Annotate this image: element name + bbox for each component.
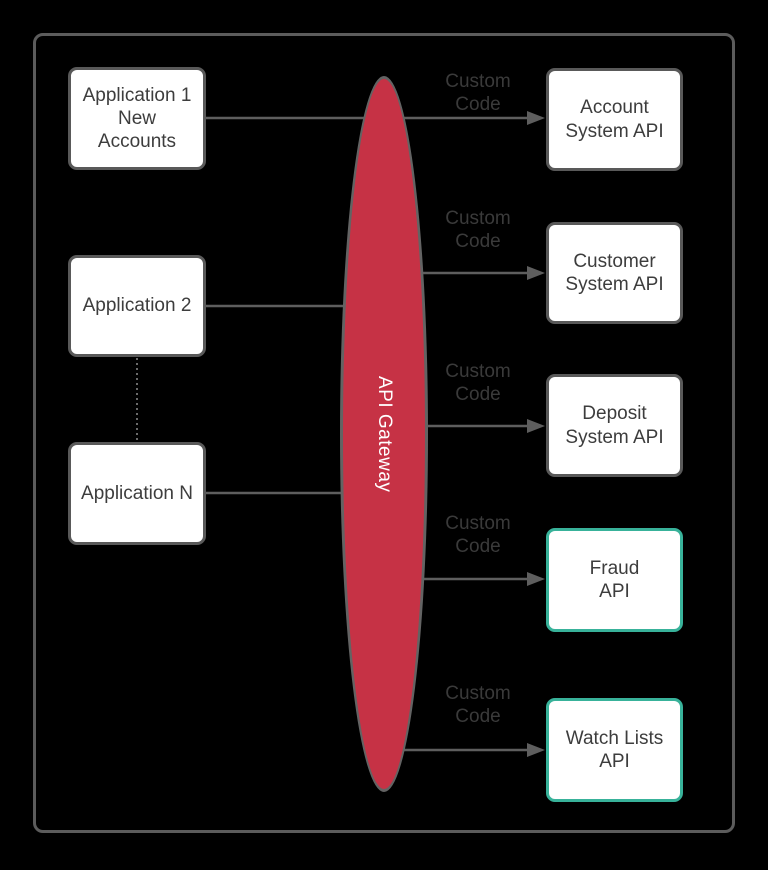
api-gateway-node[interactable]: API Gateway (340, 76, 428, 792)
node-application-n[interactable]: Application N (68, 442, 206, 545)
node-application-n-label: Application N (81, 482, 193, 504)
node-application-2[interactable]: Application 2 (68, 255, 206, 357)
arrowhead-fraud (527, 572, 545, 586)
diagram-frame (33, 33, 735, 833)
arrowhead-watchlists (527, 743, 545, 757)
arrowhead-deposit (527, 419, 545, 433)
arrowhead-customer (527, 266, 545, 280)
node-application-2-label: Application 2 (82, 295, 192, 317)
arrowhead-account (527, 111, 545, 125)
api-gateway-label: API Gateway (374, 375, 395, 493)
